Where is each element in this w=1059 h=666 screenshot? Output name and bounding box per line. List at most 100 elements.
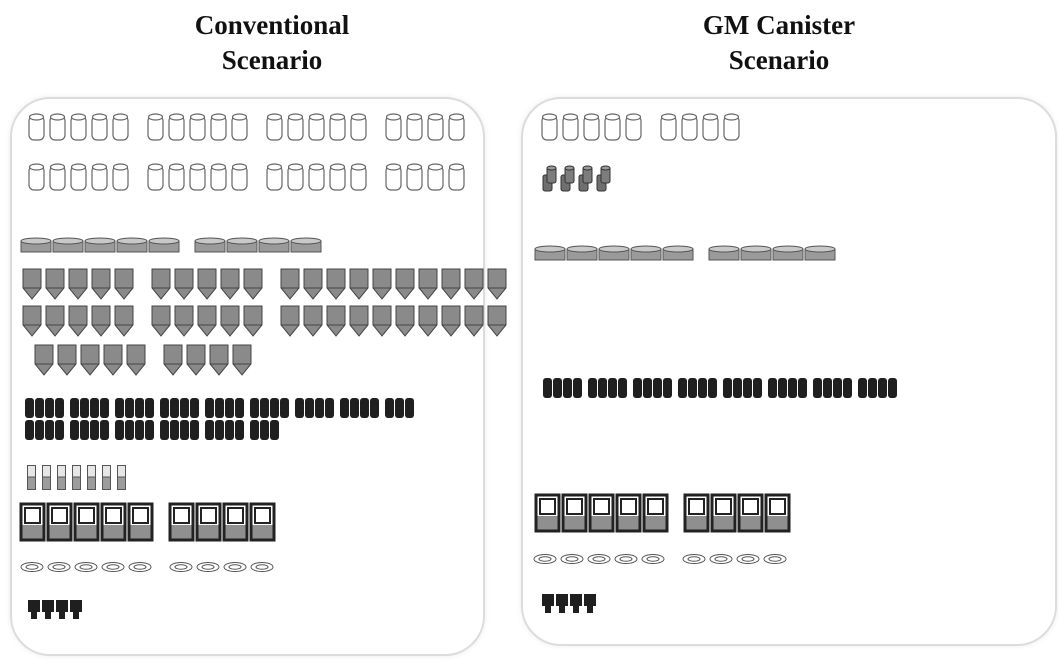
- hopper-icon: [114, 268, 134, 300]
- column-block-icon: [180, 420, 189, 440]
- cabinet-icon: [168, 502, 195, 542]
- tank-icon: [660, 113, 677, 141]
- disc-icon: [20, 562, 44, 572]
- cabinet-icon: [100, 502, 127, 542]
- column-block-icon: [543, 378, 552, 398]
- hopper-icon: [174, 305, 194, 337]
- hopper-icon: [303, 268, 323, 300]
- tray-icon: [84, 237, 116, 253]
- hopper-icon: [174, 268, 194, 300]
- tank-icon: [385, 163, 402, 191]
- column-block-icon: [190, 398, 199, 418]
- tank-icon: [702, 113, 719, 141]
- column-block-icon: [395, 398, 404, 418]
- column-block-icon: [55, 398, 64, 418]
- tank-icon: [49, 113, 66, 141]
- column-block-icon: [170, 398, 179, 418]
- column-block-icon: [698, 378, 707, 398]
- disc-icon: [560, 554, 584, 564]
- column-block-icon: [260, 420, 269, 440]
- hopper-icon: [243, 268, 263, 300]
- tank-icon: [625, 113, 642, 141]
- hopper-icon: [151, 268, 171, 300]
- hopper-icon: [441, 305, 461, 337]
- column-block-icon: [878, 378, 887, 398]
- column-block-icon: [270, 420, 279, 440]
- tray-icon: [708, 245, 740, 261]
- column-block-icon: [35, 398, 44, 418]
- column-block-icon: [370, 398, 379, 418]
- column-block-icon: [798, 378, 807, 398]
- column-block-icon: [70, 398, 79, 418]
- column-block-icon: [325, 398, 334, 418]
- canister-icon: [596, 165, 611, 192]
- cabinet-icon: [534, 493, 561, 533]
- canister-icon: [560, 165, 575, 192]
- hopper-icon: [163, 344, 183, 376]
- column-block-icon: [653, 378, 662, 398]
- tank-icon: [385, 113, 402, 141]
- canister-icon: [542, 165, 557, 192]
- column-block-icon: [305, 398, 314, 418]
- column-block-icon: [340, 398, 349, 418]
- hopper-icon: [487, 268, 507, 300]
- column-block-icon: [25, 398, 34, 418]
- tank-icon: [231, 163, 248, 191]
- tank-icon: [266, 113, 283, 141]
- hopper-icon: [197, 268, 217, 300]
- tray-icon: [662, 245, 694, 261]
- disc-icon: [614, 554, 638, 564]
- disc-icon: [763, 554, 787, 564]
- tray-icon: [116, 237, 148, 253]
- hopper-icon: [197, 305, 217, 337]
- column-block-icon: [598, 378, 607, 398]
- column-block-icon: [678, 378, 687, 398]
- cabinet-icon: [615, 493, 642, 533]
- column-block-icon: [688, 378, 697, 398]
- column-block-icon: [55, 420, 64, 440]
- disc-icon: [709, 554, 733, 564]
- column-block-icon: [115, 398, 124, 418]
- hopper-icon: [186, 344, 206, 376]
- column-block-icon: [45, 420, 54, 440]
- hopper-icon: [220, 268, 240, 300]
- hopper-icon: [418, 305, 438, 337]
- hopper-icon: [232, 344, 252, 376]
- tray-icon: [258, 237, 290, 253]
- column-block-icon: [115, 420, 124, 440]
- tank-icon: [350, 113, 367, 141]
- hopper-icon: [22, 305, 42, 337]
- column-block-icon: [250, 420, 259, 440]
- tank-icon: [70, 113, 87, 141]
- hopper-icon: [91, 268, 111, 300]
- tray-icon: [740, 245, 772, 261]
- tank-icon: [91, 113, 108, 141]
- column-block-icon: [260, 398, 269, 418]
- hopper-icon: [209, 344, 229, 376]
- tank-icon: [308, 163, 325, 191]
- cabinet-icon: [710, 493, 737, 533]
- tray-icon: [20, 237, 52, 253]
- column-block-icon: [45, 398, 54, 418]
- column-block-icon: [100, 398, 109, 418]
- column-block-icon: [170, 420, 179, 440]
- disc-icon: [682, 554, 706, 564]
- tank-icon: [406, 163, 423, 191]
- column-block-icon: [588, 378, 597, 398]
- conventional-title: Conventional Scenario: [92, 8, 452, 78]
- column-block-icon: [235, 420, 244, 440]
- column-block-icon: [833, 378, 842, 398]
- cabinet-icon: [683, 493, 710, 533]
- disc-icon: [641, 554, 665, 564]
- tray-icon: [52, 237, 84, 253]
- hopper-icon: [91, 305, 111, 337]
- cabinet-icon: [737, 493, 764, 533]
- tank-icon: [583, 113, 600, 141]
- hopper-icon: [349, 268, 369, 300]
- disc-icon: [736, 554, 760, 564]
- gm-canister-title: GM Canister Scenario: [599, 8, 959, 78]
- vial-icon: [72, 465, 81, 490]
- disc-icon: [250, 562, 274, 572]
- hopper-icon: [114, 305, 134, 337]
- conventional-title-line2: Scenario: [221, 45, 323, 75]
